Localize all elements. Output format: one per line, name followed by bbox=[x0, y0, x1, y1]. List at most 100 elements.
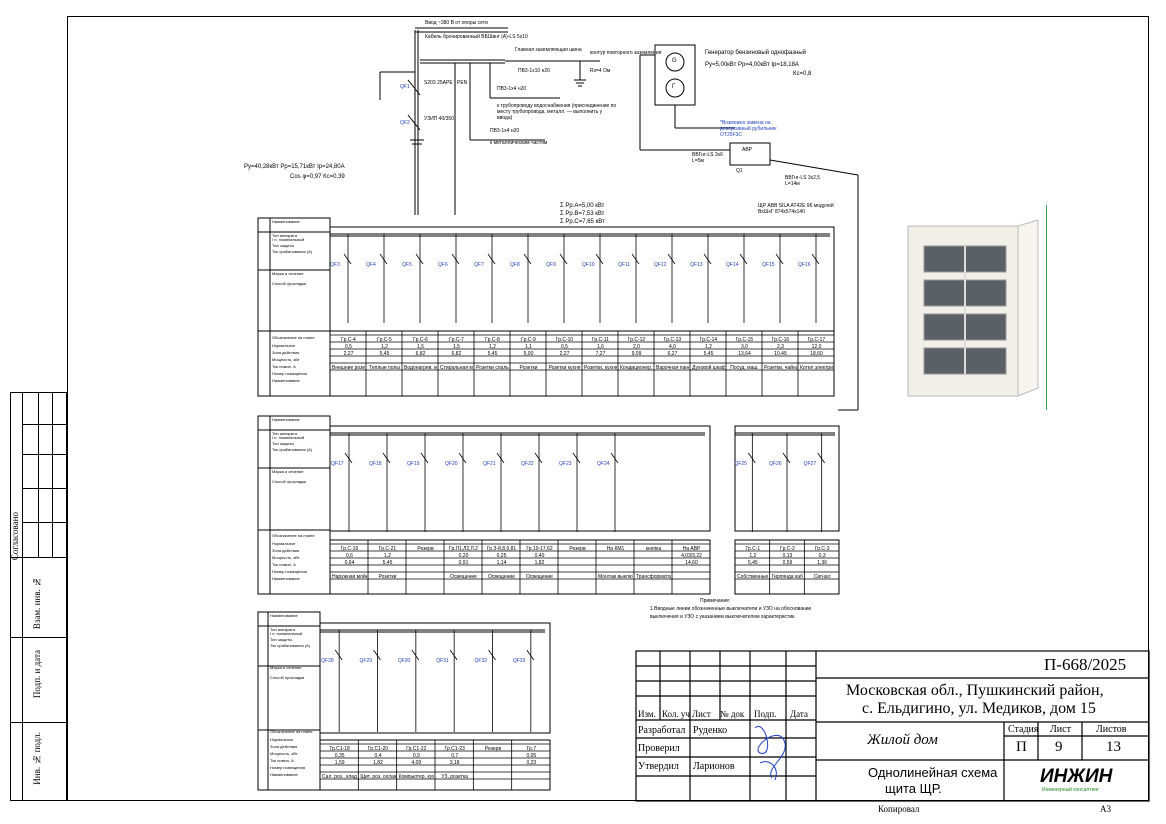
header-row-label: Нормальное bbox=[270, 737, 294, 742]
col-izm: Изм. bbox=[638, 709, 656, 719]
table-cell-power: 2,3 bbox=[777, 344, 784, 350]
table-cell-power: 1,5 bbox=[453, 344, 460, 350]
table-cell-names: Наружная мойка bbox=[332, 574, 367, 580]
header-row-label: Ток срабатывания (А) bbox=[272, 447, 313, 452]
table-cell-power: 4,03/3,22 bbox=[681, 553, 702, 559]
listov-value: 13 bbox=[1106, 739, 1121, 755]
breaker-label: QF30 bbox=[397, 658, 411, 664]
cable-avr1-label: ВВГнг-LS 3х6 L=5м bbox=[692, 152, 723, 164]
generator-params: Ру=5,00кВт Рр=4,00кВт Iр=18,18А bbox=[705, 62, 799, 68]
breaker-label: QF20 bbox=[445, 461, 458, 467]
table-cell-groups: Гр.С-2 bbox=[780, 546, 795, 552]
table-cell-names: Варочная панель bbox=[656, 365, 689, 371]
table-cell-names: Духовой шкаф bbox=[692, 365, 725, 371]
table-cell-current: 18,60 bbox=[810, 351, 823, 357]
table-cell-groups: Гр.С1-18 bbox=[329, 746, 350, 752]
table-cell-power: 1,6 bbox=[597, 344, 604, 350]
pv3-label: ПВ3-1х4 н20 bbox=[490, 128, 520, 134]
table-cell-current: 5,00 bbox=[523, 351, 534, 357]
table-cell-power: 0,35 bbox=[334, 753, 345, 759]
header-row-label: Тип аппарата bbox=[270, 627, 295, 632]
table-cell-current: 1,82 bbox=[373, 760, 383, 766]
table-cell-current: 14,60 bbox=[685, 560, 698, 566]
header-row-label: Ток номин. А bbox=[270, 758, 294, 763]
pv2-label: ПВ3-1х4 н20 bbox=[497, 86, 527, 92]
header-row-label: Способ прокладки bbox=[270, 675, 305, 680]
table-cell-power: 1,2 bbox=[705, 344, 712, 350]
wire-line bbox=[811, 253, 820, 265]
table-cell-power: 0,3 bbox=[818, 553, 826, 559]
breaker-label: QF25 bbox=[734, 461, 747, 467]
object-name: Жилой дом bbox=[867, 732, 938, 748]
header-row-label: Ток номин. А bbox=[272, 364, 296, 369]
table-cell-groups: Резерв bbox=[569, 546, 586, 552]
table-cell-current: 0,91 bbox=[458, 560, 469, 566]
generator-g-symbol: G bbox=[672, 58, 677, 64]
phase-a-summary: Σ Рр.А=5,00 кВт bbox=[560, 203, 605, 209]
header-row-label: Тип защиты bbox=[270, 637, 293, 642]
table-cell-names: Розетки, чайник bbox=[764, 365, 797, 371]
notes-title: Примечание: bbox=[700, 598, 731, 604]
wire-line bbox=[703, 253, 712, 265]
breaker-label: QF4 bbox=[366, 262, 376, 268]
wire-line bbox=[817, 452, 825, 464]
grounding-bus-label: Главная заземляющая шина bbox=[515, 47, 582, 53]
utv-name: Ларионов bbox=[693, 761, 735, 772]
table-cell-power: 2,0 bbox=[633, 344, 640, 350]
table-cell-names: Розетки bbox=[519, 365, 538, 371]
wire-line bbox=[451, 253, 460, 265]
wire-line bbox=[415, 253, 424, 265]
col-data: Дата bbox=[790, 709, 808, 719]
table-cell-groups: Гр.С-19 bbox=[340, 546, 359, 552]
avr-label: АВР bbox=[742, 147, 753, 153]
table-cell-groups: кнопка bbox=[645, 546, 662, 552]
table-cell-current: 6,82 bbox=[415, 351, 426, 357]
header-row-label: Тип аппарата bbox=[272, 233, 297, 238]
pv1-label: ПВ3-1х10 н20 bbox=[518, 68, 550, 74]
header-row-label: Ток срабатывания (А) bbox=[270, 643, 311, 648]
table-cell-groups: Гр.С-4 bbox=[341, 337, 356, 343]
col-list: Лист bbox=[692, 709, 711, 719]
wire-line bbox=[526, 649, 535, 661]
header-row-label: Ток номин. А bbox=[272, 562, 296, 567]
table-cell-current: 6,82 bbox=[451, 351, 462, 357]
generator-title: Генератор бензиновый однофазный bbox=[705, 50, 806, 56]
table-cell-groups: Гр.С-7 bbox=[449, 337, 464, 343]
wire-line bbox=[382, 452, 391, 464]
table-cell-groups: Гр.С-5 bbox=[377, 337, 392, 343]
col-ndok: № док bbox=[720, 709, 745, 719]
header-row-label: Наименование bbox=[270, 772, 298, 777]
wire-line bbox=[775, 253, 784, 265]
breaker-label: QF33 bbox=[512, 658, 526, 664]
table-cell-current: 1,36 bbox=[817, 560, 828, 566]
table-cell-power: 1,2 bbox=[381, 344, 388, 350]
table-cell-current: 5,45 bbox=[379, 351, 390, 357]
wire-line bbox=[487, 253, 496, 265]
breaker-label: QF23 bbox=[559, 461, 572, 467]
table-cell-names: Розетки спальня bbox=[476, 365, 509, 371]
breaker-label: QF29 bbox=[359, 658, 373, 664]
table-cell-power: 0,25 bbox=[496, 553, 507, 559]
table-cell-power: 1,2 bbox=[489, 344, 496, 350]
table-cell-current: 13,64 bbox=[738, 351, 751, 357]
table-cell-groups: На КМ1 bbox=[606, 546, 625, 552]
list-value: 9 bbox=[1055, 739, 1063, 755]
cabinet-green-line bbox=[1046, 205, 1047, 410]
table-cell-names: Щит. роз. охлажд. bbox=[360, 774, 396, 780]
signature-image bbox=[754, 725, 786, 781]
prov-label: Проверил bbox=[638, 743, 680, 754]
table-cell-groups: Гр.С-8 bbox=[485, 337, 500, 343]
header-row-label: Нормальное bbox=[272, 541, 296, 546]
table-cell-groups: Гр.С1-22 bbox=[406, 746, 427, 752]
header-row-label: Наименование bbox=[270, 613, 298, 618]
wire-line bbox=[559, 253, 568, 265]
header-row-label: I н. номинальный bbox=[272, 237, 305, 242]
header-row-label: Номер помещения bbox=[272, 569, 307, 574]
cable-top-label: Кабель бронированный ВБШвнг (А)-LS 5х10 bbox=[425, 34, 528, 40]
header-row-label: Тип защиты bbox=[272, 243, 295, 248]
address-line2: с. Ельдигино, ул. Медиков, дом 15 bbox=[862, 700, 1096, 717]
generator-r-symbol: Г bbox=[672, 84, 676, 90]
